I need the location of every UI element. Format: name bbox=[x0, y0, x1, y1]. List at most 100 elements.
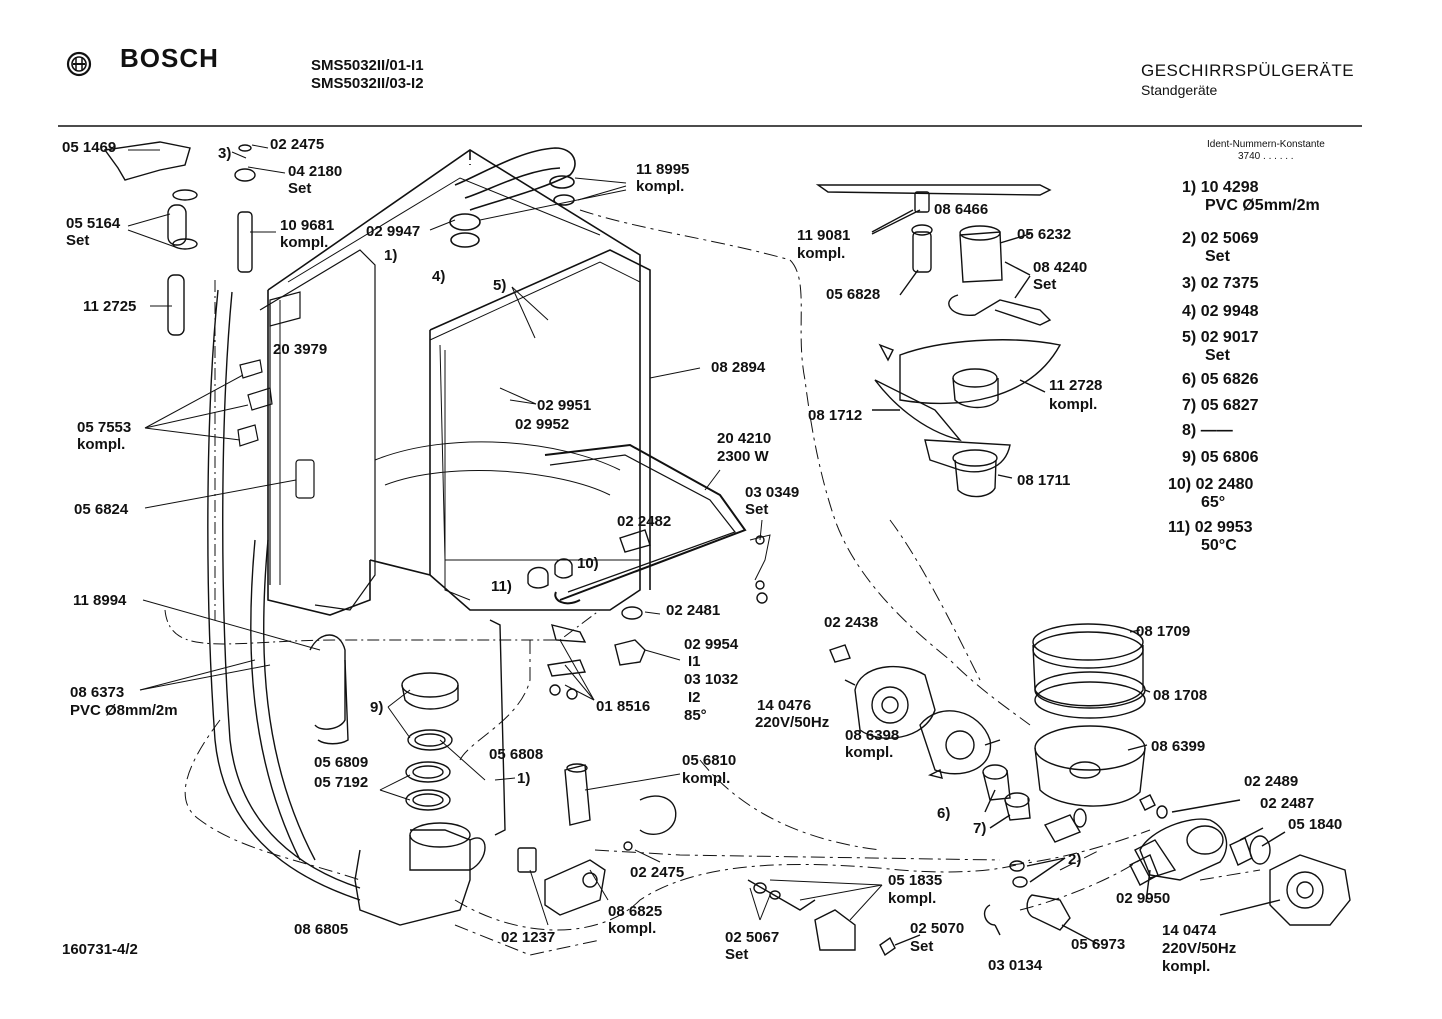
part-label: 220V/50Hz bbox=[1162, 940, 1237, 957]
part-label: 02 1237 bbox=[501, 929, 556, 946]
part-label: 05 6232 bbox=[1017, 226, 1072, 243]
part-label: 02 2489 bbox=[1244, 773, 1299, 790]
part-label: 14 0474 bbox=[1162, 922, 1217, 939]
part-label: 08 4240 bbox=[1033, 259, 1088, 276]
part-label: 02 2475 bbox=[270, 136, 325, 153]
legend-item-9: 9) 05 6806 bbox=[1182, 449, 1259, 466]
page-subtitle: Standgeräte bbox=[1141, 82, 1218, 98]
bosch-logo-icon bbox=[66, 51, 92, 77]
part-label: I2 bbox=[688, 689, 701, 706]
sump-assembly bbox=[354, 672, 486, 926]
part-label: 2300 W bbox=[717, 448, 769, 465]
lower-spray-filter bbox=[872, 339, 1062, 498]
legend-item-7: 7) 05 6827 bbox=[1182, 397, 1259, 414]
note-label: 7) bbox=[973, 820, 987, 837]
part-label: 05 6810 bbox=[682, 752, 737, 769]
part-label: 02 9951 bbox=[537, 397, 592, 414]
part-label: Set bbox=[288, 180, 312, 197]
part-label: 05 6973 bbox=[1071, 936, 1126, 953]
part-label: kompl. bbox=[636, 178, 685, 195]
part-label: 04 2180 bbox=[288, 163, 343, 180]
note-label: 2) bbox=[1068, 851, 1082, 868]
brand-name: BOSCH bbox=[120, 43, 219, 73]
part-label: 11 2725 bbox=[83, 298, 137, 315]
model-number-1: SMS5032II/01-I1 bbox=[311, 57, 424, 74]
part-label: I1 bbox=[688, 653, 701, 670]
part-label: 05 7192 bbox=[314, 774, 369, 791]
model-number-2: SMS5032II/03-I2 bbox=[311, 75, 424, 92]
part-label: 08 1708 bbox=[1153, 687, 1208, 704]
part-label: 08 6825 bbox=[608, 903, 663, 920]
part-label: 08 1711 bbox=[1017, 472, 1071, 489]
part-label: 02 5067 bbox=[725, 929, 780, 946]
part-label: kompl. bbox=[77, 436, 126, 453]
part-label: 08 6373 bbox=[70, 684, 125, 701]
part-label: kompl. bbox=[797, 245, 846, 262]
part-label: kompl. bbox=[1049, 396, 1098, 413]
part-label: 02 5070 bbox=[910, 920, 965, 937]
tub-outline bbox=[164, 149, 651, 645]
part-label: Set bbox=[910, 938, 934, 955]
part-label: 10 9681 bbox=[280, 217, 335, 234]
part-label: kompl. bbox=[608, 920, 657, 937]
ident-label: Ident-Nummern-Konstante bbox=[1207, 139, 1325, 150]
part-label: kompl. bbox=[845, 744, 894, 761]
part-label: 05 6809 bbox=[314, 754, 369, 771]
legend-item-4: 4) 02 9948 bbox=[1182, 303, 1259, 320]
part-label: 08 6399 bbox=[1151, 738, 1206, 755]
part-label: 05 5164 bbox=[66, 215, 121, 232]
legend-item-3: 3) 02 7375 bbox=[1182, 275, 1259, 292]
part-label: 05 1469 bbox=[62, 139, 117, 156]
part-label: 220V/50Hz bbox=[755, 714, 830, 731]
note-label: 11) bbox=[491, 578, 512, 595]
drawing-number: 160731-4/2 bbox=[62, 941, 138, 958]
part-label: 85° bbox=[684, 707, 707, 724]
ident-value: 3740 . . . . . . bbox=[1238, 151, 1294, 162]
part-label: 01 8516 bbox=[596, 698, 651, 715]
note-label: 1) bbox=[517, 770, 531, 787]
part-label: 05 6824 bbox=[74, 501, 129, 518]
upper-water-pipe bbox=[449, 147, 576, 248]
leader-lines bbox=[127, 144, 883, 926]
part-label: 05 1835 bbox=[888, 872, 943, 889]
note-label: 1) bbox=[384, 247, 398, 264]
part-label: 05 7553 bbox=[77, 419, 132, 436]
inlet-parts bbox=[103, 141, 256, 336]
upper-spray-arm bbox=[815, 184, 1052, 326]
heating-element bbox=[544, 443, 747, 605]
valve-parts bbox=[517, 529, 996, 957]
sump-housing bbox=[1034, 725, 1156, 811]
note-label: 5) bbox=[493, 277, 507, 294]
note-label: 6) bbox=[937, 805, 951, 822]
part-label: 03 0349 bbox=[745, 484, 800, 501]
part-label: 02 2487 bbox=[1260, 795, 1315, 812]
sump-rings bbox=[1032, 623, 1151, 719]
note-label: 9) bbox=[370, 699, 384, 716]
note-label: 4) bbox=[432, 268, 446, 285]
part-label: 08 2894 bbox=[711, 359, 766, 376]
part-label: 08 1712 bbox=[808, 407, 863, 424]
part-label: Set bbox=[725, 946, 749, 963]
part-label: 05 6808 bbox=[489, 746, 544, 763]
part-label: 02 9952 bbox=[515, 416, 570, 433]
part-label: 20 4210 bbox=[717, 430, 772, 447]
part-label: 02 9954 bbox=[684, 636, 739, 653]
part-label: 02 9947 bbox=[366, 223, 421, 240]
part-label: 11 8995 bbox=[636, 161, 690, 178]
part-label: 08 6805 bbox=[294, 921, 349, 938]
dash-dot-boundaries bbox=[184, 209, 1261, 956]
part-label: 03 0134 bbox=[988, 957, 1043, 974]
part-label: Set bbox=[66, 232, 90, 249]
page-title: GESCHIRRSPÜLGERÄTE bbox=[1141, 61, 1355, 80]
part-label: 02 2438 bbox=[824, 614, 879, 631]
note-label: 10) bbox=[577, 555, 599, 572]
part-label: 11 8994 bbox=[73, 592, 127, 609]
part-label: kompl. bbox=[888, 890, 937, 907]
part-label: 11 2728 bbox=[1049, 377, 1103, 394]
